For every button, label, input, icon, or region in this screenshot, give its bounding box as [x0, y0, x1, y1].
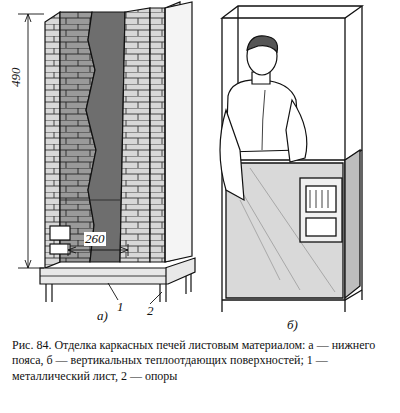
panel-letter: б)	[286, 318, 299, 332]
stove-b	[220, 6, 362, 312]
figure-caption: Рис. 84. Отделка каркасных печей листовы…	[12, 338, 392, 384]
stove-a	[18, 2, 195, 304]
dimension-value: 490	[9, 66, 23, 88]
dimension-value: 260	[84, 232, 106, 246]
callout-number: 2	[146, 304, 155, 318]
callout-number: 1	[116, 300, 125, 314]
panel-letter: а)	[96, 309, 109, 323]
